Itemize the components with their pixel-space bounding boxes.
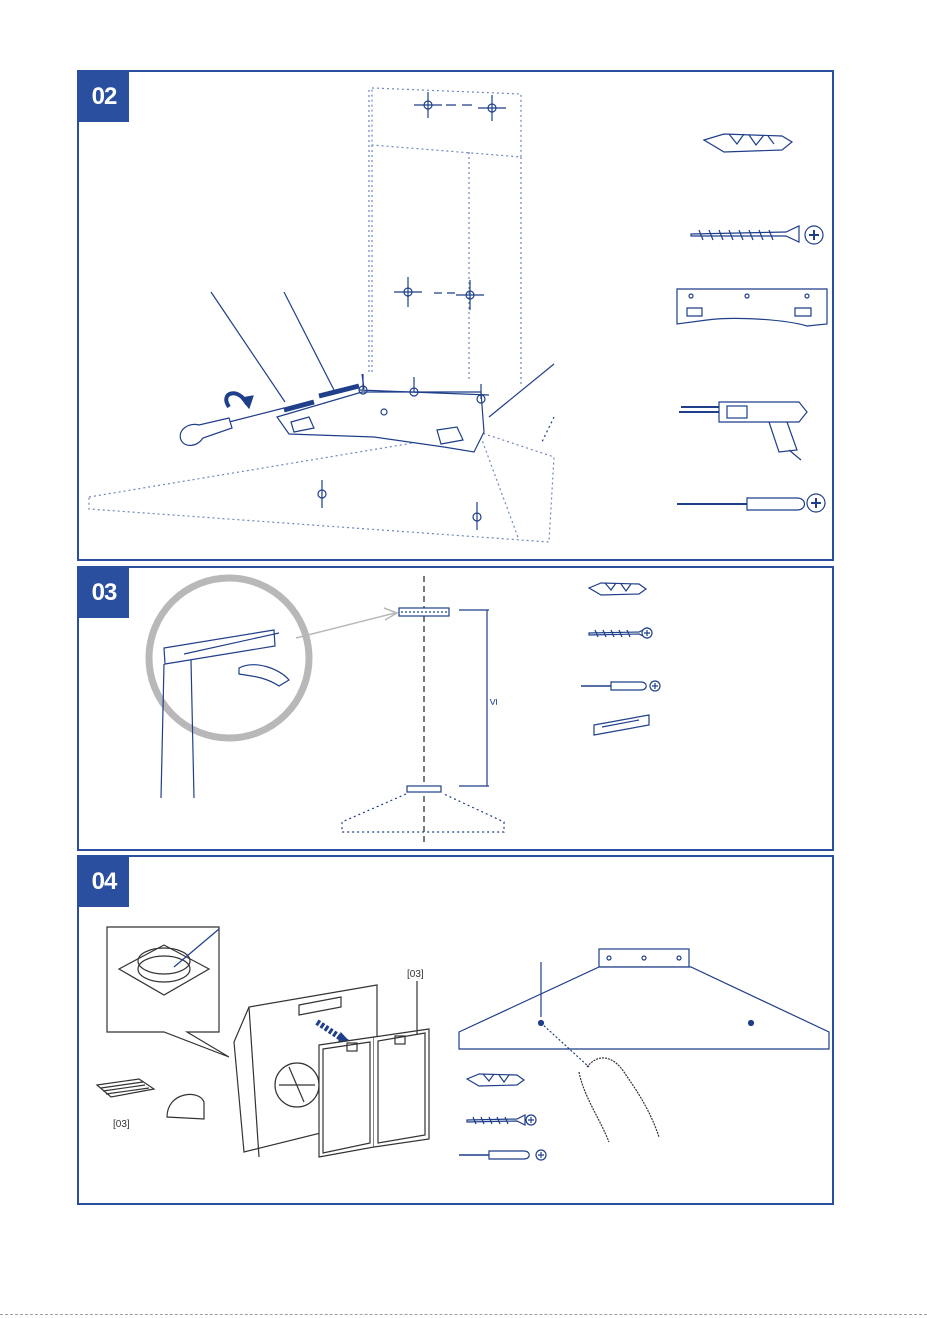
screwdriver-icon bbox=[581, 682, 646, 690]
drill-icon bbox=[679, 402, 807, 460]
filter-ref-label: [03] bbox=[407, 969, 424, 980]
mounting-bracket-scene bbox=[277, 374, 489, 452]
wall-plug-icon bbox=[704, 134, 792, 152]
step-02-panel: 02 bbox=[77, 70, 834, 561]
mounting-bracket-icon bbox=[677, 289, 827, 326]
phillips-head-icon bbox=[807, 494, 825, 512]
screwdriver-icon bbox=[677, 498, 805, 510]
phillips-head-icon bbox=[650, 681, 660, 691]
grease-filter-icon bbox=[319, 1029, 429, 1157]
dimension-line bbox=[459, 610, 489, 786]
screw-icon bbox=[691, 226, 799, 242]
step-04-illustration: [03] [03] bbox=[79, 857, 836, 1207]
screw-icon bbox=[589, 628, 647, 638]
hood-outline bbox=[342, 794, 504, 832]
filter-ref-label: [03] bbox=[113, 1119, 130, 1130]
phillips-head-icon bbox=[805, 226, 823, 244]
chimney-outline bbox=[369, 88, 521, 387]
hand-icon bbox=[579, 1058, 659, 1142]
magnifier-circle-icon bbox=[149, 578, 397, 798]
charcoal-filter-icon bbox=[97, 1079, 204, 1119]
screwdriver-icon bbox=[459, 1151, 529, 1159]
phillips-head-icon bbox=[642, 628, 652, 638]
page-edge-divider bbox=[0, 1314, 927, 1315]
screw-icon bbox=[467, 1115, 525, 1125]
screwdriver-scene bbox=[180, 408, 284, 445]
step-03-panel: 03 ≤ bbox=[77, 566, 834, 851]
max-distance-symbol: ≤ bbox=[486, 698, 500, 705]
step-04-panel: 04 [03] bbox=[77, 855, 834, 1205]
detail-inset bbox=[107, 927, 229, 1057]
step-03-illustration: ≤ bbox=[79, 568, 836, 853]
wall-plug-icon bbox=[467, 1074, 524, 1086]
mounting-bracket-icon bbox=[594, 715, 649, 735]
step-02-illustration bbox=[79, 72, 836, 563]
phillips-head-icon bbox=[536, 1150, 546, 1160]
wall-plug-icon bbox=[589, 583, 646, 595]
phillips-head-icon bbox=[526, 1115, 536, 1125]
lower-bracket bbox=[407, 786, 441, 792]
hood-mounted bbox=[459, 949, 829, 1067]
drill-mark-crosshairs bbox=[318, 92, 506, 530]
